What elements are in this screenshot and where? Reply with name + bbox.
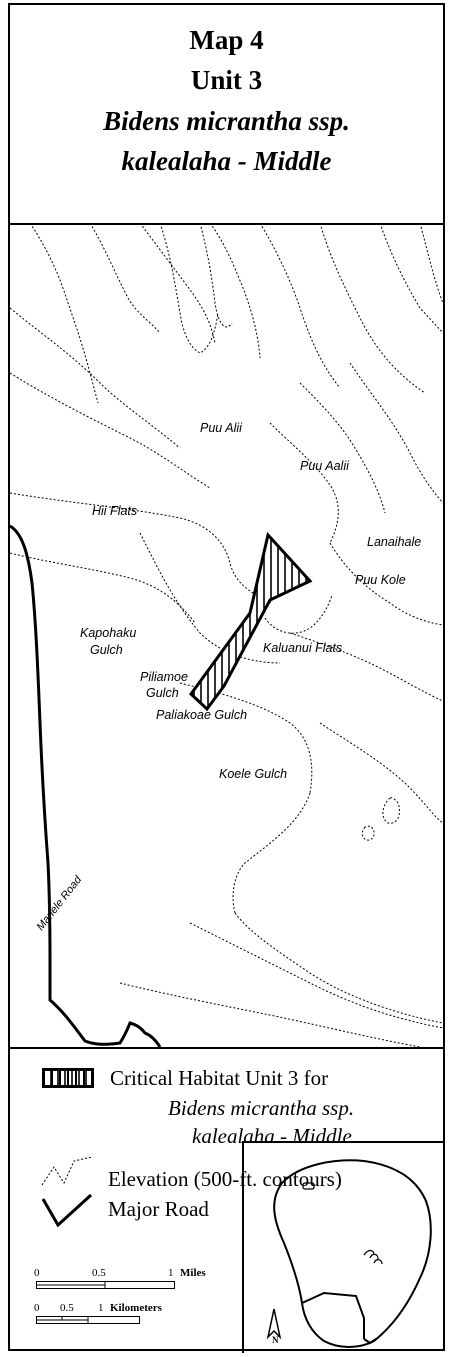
legend-habitat-label: Critical Habitat Unit 3 for xyxy=(110,1066,329,1090)
elevation-contours xyxy=(10,223,443,1047)
label-paliakoae-gulch: Paliakoae Gulch xyxy=(156,708,248,722)
scale-km-tick-half: 0.5 xyxy=(60,1302,74,1314)
label-lanaihale: Lanaihale xyxy=(367,535,422,549)
legend-road-label: Major Road xyxy=(108,1197,209,1221)
scale-miles-tick-half: 0.5 xyxy=(92,1267,106,1279)
scale-miles-tick-1: 1 xyxy=(168,1267,174,1279)
title-block: Map 4 Unit 3 Bidens micrantha ssp. kalea… xyxy=(10,5,443,225)
island-outline xyxy=(266,1159,432,1348)
map-canvas xyxy=(10,223,443,1047)
scale-miles-unit: Miles xyxy=(180,1267,206,1279)
scale-km-tick-0: 0 xyxy=(34,1302,40,1314)
map-frame: Map 4 Unit 3 Bidens micrantha ssp. kalea… xyxy=(8,3,445,1353)
scale-km-tick-1: 1 xyxy=(98,1302,104,1314)
label-kaluanui-flats: Kaluanui Flats xyxy=(263,641,343,655)
label-kapohaku-line2: Gulch xyxy=(90,643,123,657)
north-label: N xyxy=(272,1335,279,1345)
manele-road-line xyxy=(10,524,162,1047)
critical-habitat-polygon xyxy=(189,531,313,712)
scale-km-unit: Kilometers xyxy=(110,1302,162,1314)
legend-habitat-species: Bidens micrantha ssp. xyxy=(168,1096,355,1120)
label-piliamoe-line2: Gulch xyxy=(146,686,179,700)
scale-km-bar xyxy=(36,1316,140,1324)
scale-miles-bar xyxy=(36,1281,175,1289)
map-number: Map 4 xyxy=(189,25,264,55)
label-puu-alii: Puu Alii xyxy=(200,421,242,435)
legend-habitat-subspecies: kalealaha - Middle xyxy=(192,1124,352,1148)
locator-inset: N xyxy=(242,1141,443,1353)
species-subname: kalealaha - Middle xyxy=(121,146,332,176)
label-puu-aalii: Puu Aalii xyxy=(300,459,349,473)
species-name: Bidens micrantha ssp. xyxy=(103,106,350,136)
label-piliamoe-line1: Piliamoe xyxy=(140,670,188,684)
map-area: Puu Alii Puu Aalii Hii Flats Lanaihale P… xyxy=(10,223,443,1049)
legend-road-symbol xyxy=(41,1193,93,1228)
scale-miles-tick-0: 0 xyxy=(34,1267,40,1279)
label-kapohaku-line1: Kapohaku xyxy=(80,626,137,640)
legend-habitat-swatch xyxy=(42,1068,94,1088)
unit-number: Unit 3 xyxy=(190,65,263,95)
label-puu-kole: Puu Kole xyxy=(355,573,406,587)
label-koele-gulch: Koele Gulch xyxy=(219,767,288,781)
north-arrow-icon xyxy=(266,1308,282,1340)
legend-contour-symbol xyxy=(41,1156,93,1186)
label-hii-flats: Hii Flats xyxy=(92,504,138,518)
